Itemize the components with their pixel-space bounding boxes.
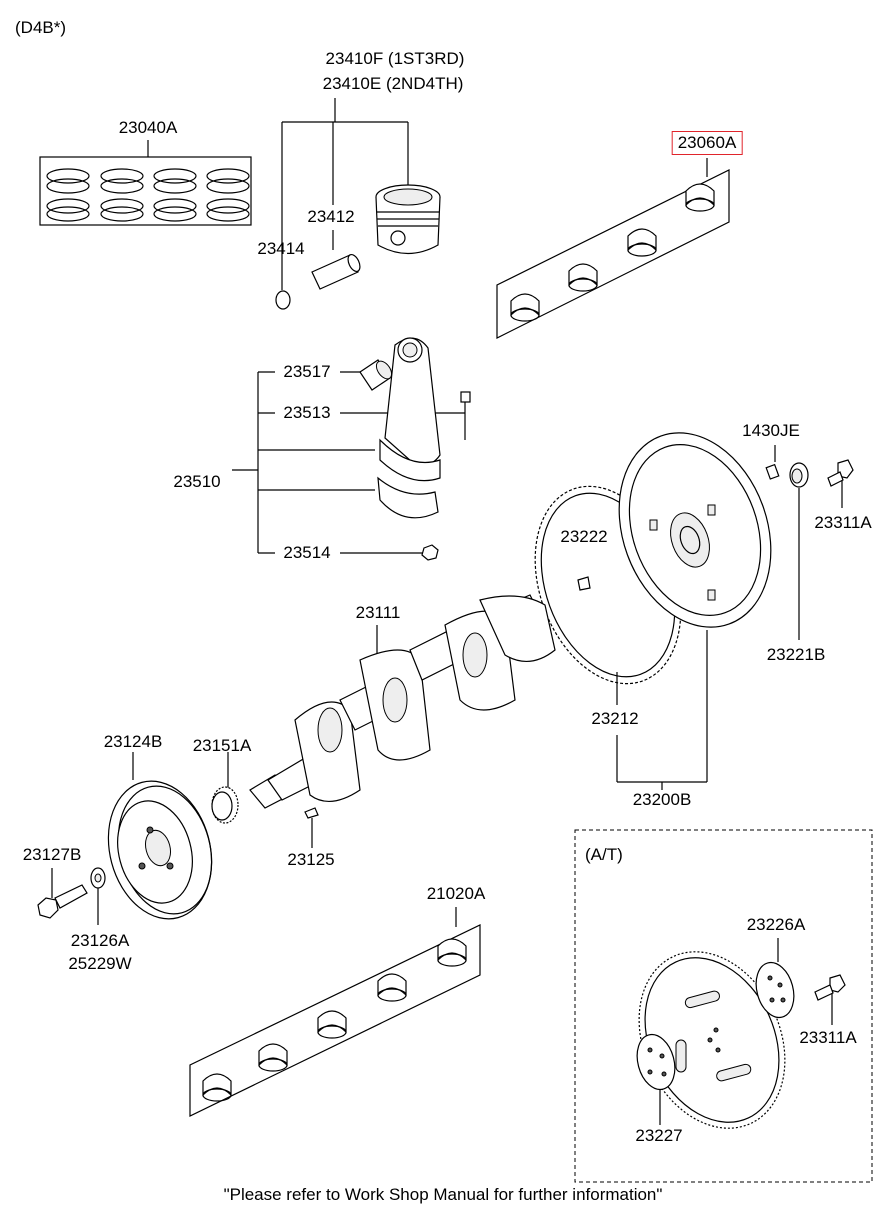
label-rod-bolt[interactable]: 23513 [283, 403, 331, 422]
label-bush[interactable]: 23221B [766, 645, 826, 664]
label-rings[interactable]: 23040A [118, 118, 178, 137]
label-rod-bushing[interactable]: 23517 [283, 362, 331, 381]
bearing-shell-icon [437, 938, 467, 967]
label-drive-plate-bolt[interactable]: 23311A [799, 1028, 857, 1047]
main-bearing-lower-set[interactable] [189, 907, 481, 1117]
bearing-shell-icon [258, 1043, 288, 1072]
label-main-bearing-lower[interactable]: 21020A [426, 884, 486, 903]
label-key[interactable]: 23125 [287, 850, 335, 869]
label-washer-b[interactable]: 25229W [68, 954, 132, 973]
bearing-shell-icon [377, 973, 407, 1002]
label-rod-assy[interactable]: 23510 [173, 472, 221, 491]
bearing-shell-icon [317, 1010, 347, 1039]
label-snap-ring[interactable]: 23414 [257, 239, 305, 258]
ring-set-icon [46, 168, 90, 222]
label-pilot[interactable]: 1430JE [742, 421, 800, 440]
connecting-rod-group[interactable] [232, 337, 471, 561]
label-flywheel-bolt[interactable]: 23311A [814, 513, 872, 532]
label-ring-gear[interactable]: 23212 [591, 709, 639, 728]
ring-set-icon [153, 168, 197, 222]
crank-pulley-group[interactable] [37, 752, 239, 931]
flywheel-group[interactable] [509, 411, 854, 790]
label-flywheel-assy[interactable]: 23200B [632, 790, 692, 809]
footer-note: "Please refer to Work Shop Manual for fu… [223, 1185, 663, 1204]
piston-group[interactable] [275, 98, 441, 310]
bearing-shell-icon [685, 183, 715, 212]
label-dowel[interactable]: 23222 [560, 527, 608, 546]
crankshaft[interactable] [249, 594, 556, 848]
label-piston-a[interactable]: 23410F (1ST3RD) [325, 49, 465, 68]
ring-set-icon [206, 168, 250, 222]
piston-rings-set[interactable] [39, 140, 252, 226]
bearing-shell-icon [568, 263, 598, 292]
label-main-bearing-upper[interactable]: 23060A [671, 131, 743, 155]
label-pin[interactable]: 23412 [307, 207, 355, 226]
label-pulley-bolt[interactable]: 23127B [22, 845, 82, 864]
variant-label: (D4B*) [15, 18, 67, 37]
label-spacer[interactable]: 23227 [635, 1126, 683, 1145]
bearing-shell-icon [202, 1073, 232, 1102]
label-rod-nut[interactable]: 23514 [283, 543, 331, 562]
ring-set-icon [100, 168, 144, 222]
label-pulley[interactable]: 23124B [103, 732, 163, 751]
label-sprocket[interactable]: 23151A [192, 736, 252, 755]
bearing-shell-icon [510, 293, 540, 322]
at-drive-plate-box[interactable] [574, 829, 873, 1183]
main-bearing-upper-set[interactable] [496, 158, 730, 339]
at-label: (A/T) [585, 845, 623, 864]
label-piston-b[interactable]: 23410E (2ND4TH) [322, 74, 464, 93]
bearing-shell-icon [627, 228, 657, 257]
label-washer-a[interactable]: 23126A [70, 931, 130, 950]
label-crankshaft[interactable]: 23111 [355, 603, 401, 622]
label-adapter-plate[interactable]: 23226A [746, 915, 806, 934]
